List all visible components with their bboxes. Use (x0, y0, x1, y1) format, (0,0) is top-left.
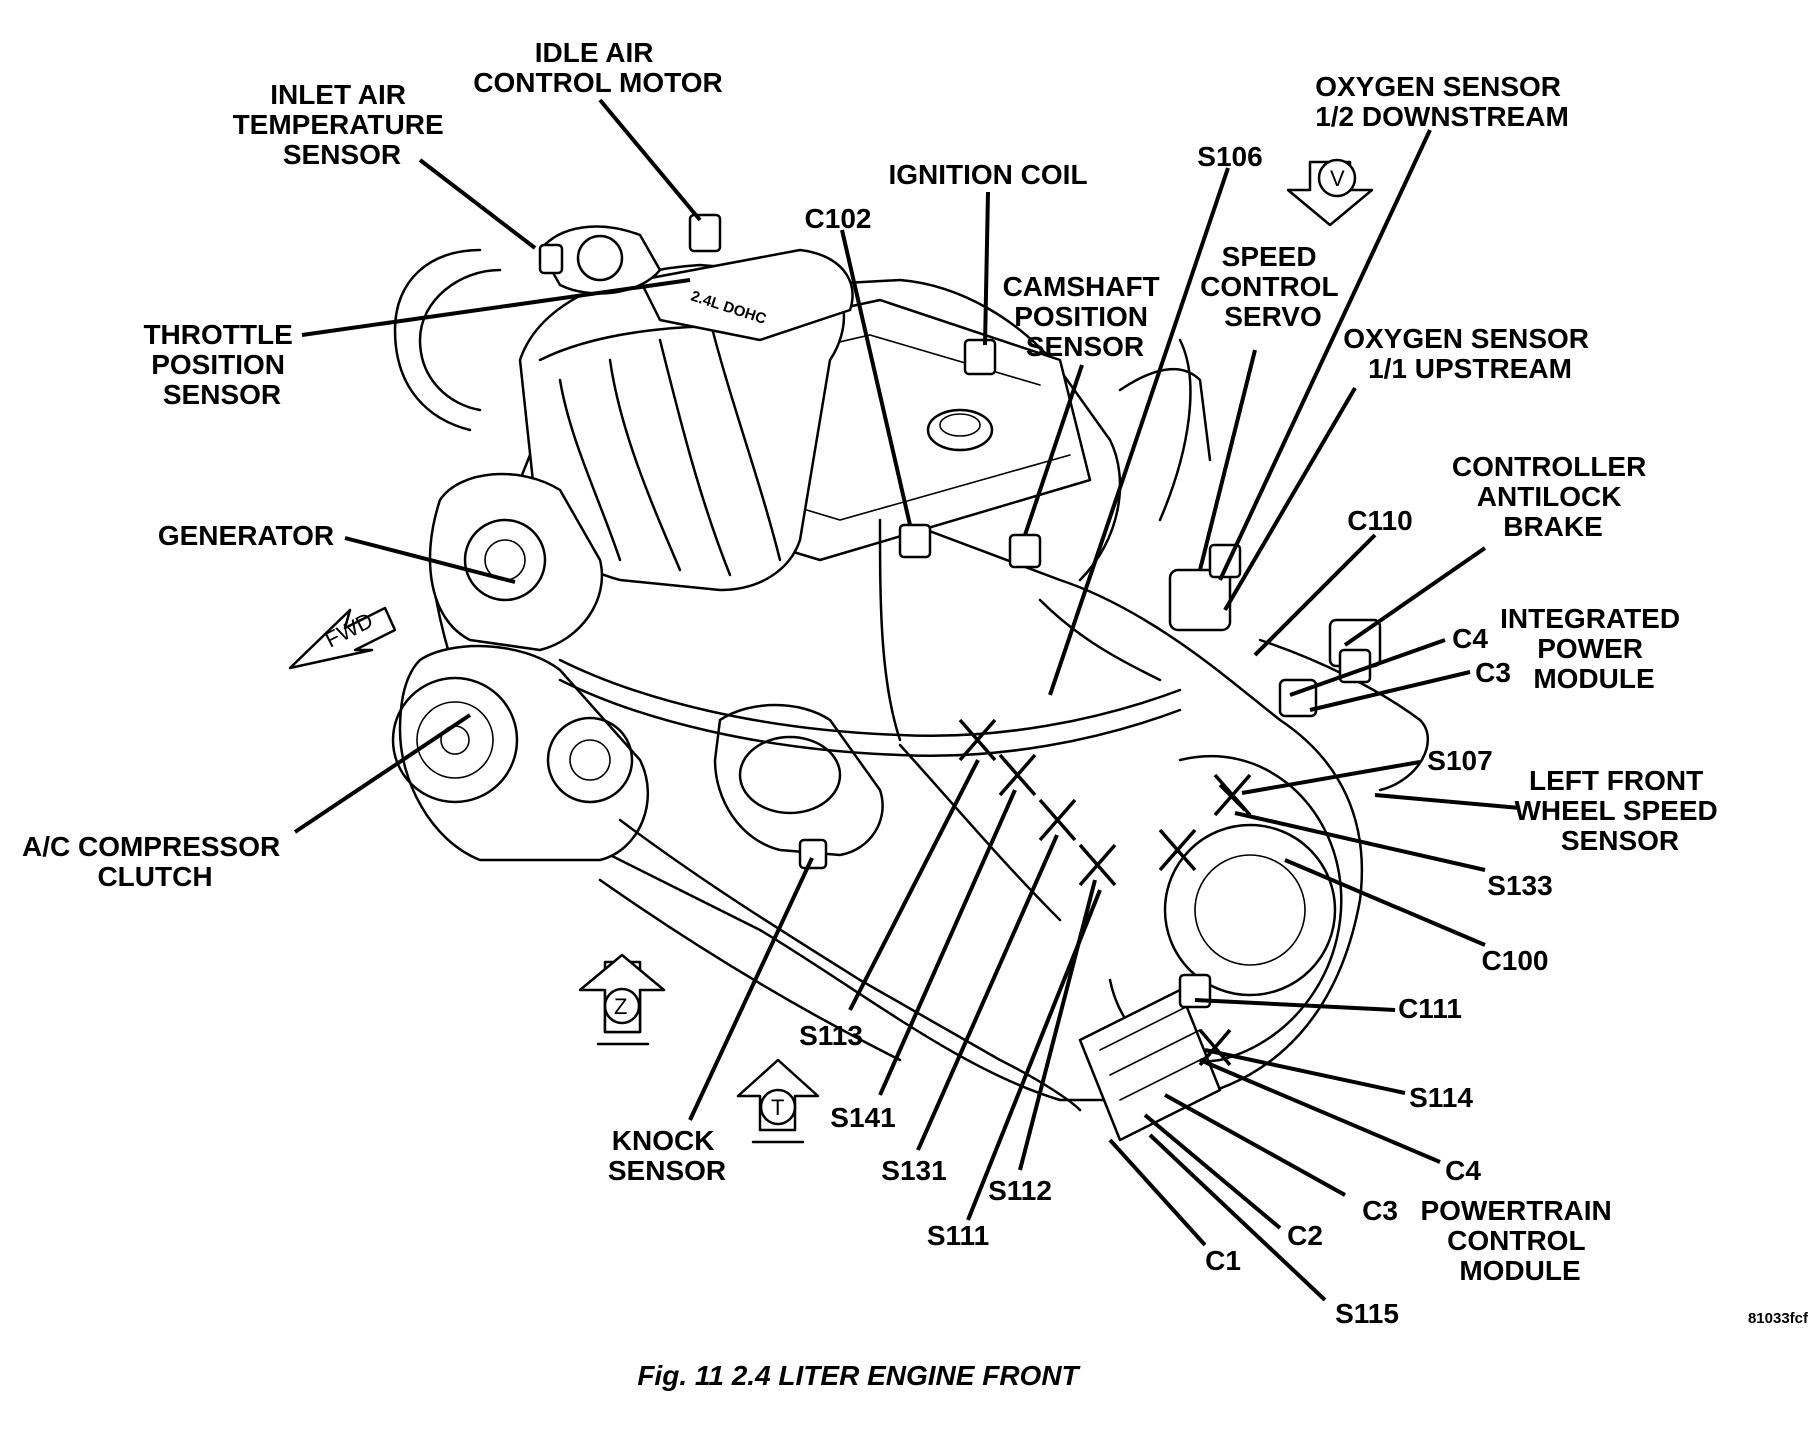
leader-throttle (301, 278, 691, 337)
leader-c4-pcm (1199, 1058, 1441, 1164)
label-s141: S141 (830, 1102, 895, 1133)
label-c3-pcm: C3 (1362, 1195, 1398, 1226)
label-integrated-power-module: INTEGRATED POWER MODULE (1500, 603, 1688, 694)
view-z-label: Z (614, 994, 627, 1019)
label-inlet-air-temperature-sensor: INLET AIR TEMPERATURE SENSOR (233, 79, 452, 170)
label-ignition-coil: IGNITION COIL (888, 159, 1087, 190)
leader-s113 (848, 759, 980, 1011)
leader-c3-ipm (1309, 670, 1471, 712)
leader-s115 (1148, 1133, 1327, 1302)
leader-speed-servo (1198, 349, 1257, 571)
leader-ignition-coil (983, 191, 990, 346)
leader-idle-air (598, 98, 702, 222)
view-z-marker: Z (578, 953, 666, 1046)
splice-mark (958, 718, 997, 762)
label-oxygen-sensor-downstream: OXYGEN SENSOR 1/2 DOWNSTREAM (1315, 71, 1569, 132)
label-speed-control-servo: SPEED CONTROL SERVO (1200, 241, 1346, 332)
view-v-marker: V (1286, 158, 1374, 227)
leader-s114 (1204, 1048, 1406, 1095)
fwd-arrow: FWD (288, 606, 397, 670)
label-s111: S111 (927, 1220, 989, 1251)
leader-s131 (916, 834, 1059, 1151)
splice-marks (958, 718, 1252, 1067)
leader-c102 (840, 229, 912, 526)
splice-mark (1218, 783, 1247, 812)
figure-caption: Fig. 11 2.4 LITER ENGINE FRONT (637, 1360, 1081, 1391)
view-v-label: V (1330, 166, 1345, 191)
label-c2: C2 (1287, 1220, 1323, 1251)
splice-mark (1078, 843, 1117, 887)
label-powertrain-control-module: POWERTRAIN CONTROL MODULE (1420, 1195, 1619, 1286)
label-c4-pcm: C4 (1445, 1155, 1481, 1186)
leader-o2-downstream (1218, 129, 1432, 581)
leader-s107 (1241, 760, 1421, 795)
label-s113: S113 (799, 1020, 863, 1051)
label-left-front-wheel-speed-sensor: LEFT FRONT WHEEL SPEED SENSOR (1514, 765, 1725, 856)
leader-lines (293, 98, 1521, 1302)
leader-c1 (1108, 1138, 1207, 1247)
label-knock-sensor: KNOCK SENSOR (608, 1125, 726, 1186)
label-s133: S133 (1487, 870, 1552, 901)
leader-lf-wheel (1374, 793, 1521, 810)
leader-camshaft (1023, 364, 1084, 536)
leader-c111 (1194, 998, 1396, 1012)
splice-mark (1158, 828, 1197, 872)
label-c111: C111 (1398, 993, 1462, 1024)
label-generator: GENERATOR (158, 520, 334, 551)
leader-s112 (1018, 879, 1097, 1171)
leader-o2-upstream (1223, 386, 1357, 612)
view-t-label: T (771, 1095, 784, 1120)
label-c1: C1 (1205, 1245, 1241, 1276)
callout-labels: INLET AIR TEMPERATURE SENSOR IDLE AIR CO… (22, 37, 1725, 1329)
view-t-marker: T (736, 1058, 820, 1144)
leader-s106 (1048, 167, 1230, 696)
label-s112: S112 (988, 1175, 1052, 1206)
leader-s111 (966, 889, 1102, 1221)
engine-illustration: 2.4L DOHC (391, 213, 1430, 1142)
leader-c3-pcm (1164, 1093, 1346, 1197)
label-s131: S131 (881, 1155, 946, 1186)
leader-s141 (878, 789, 1017, 1096)
splice-mark (1038, 798, 1077, 842)
leader-c2 (1143, 1113, 1282, 1230)
label-throttle-position-sensor: THROTTLE POSITION SENSOR (143, 319, 300, 410)
leader-knock (688, 857, 814, 1121)
leader-antilock (1343, 546, 1487, 647)
splice-mark (998, 753, 1037, 797)
leader-ac-clutch (293, 713, 472, 834)
label-c4-ipm: C4 (1452, 623, 1488, 654)
leader-c110 (1253, 533, 1377, 657)
splice-mark (1198, 1028, 1232, 1067)
drawing-id: 81033fcf (1748, 1310, 1809, 1327)
leader-c4-ipm (1289, 638, 1446, 697)
label-s106: S106 (1197, 141, 1262, 172)
label-idle-air-control-motor: IDLE AIR CONTROL MOTOR (473, 37, 722, 98)
leader-c100 (1284, 858, 1486, 947)
label-c110: C110 (1347, 505, 1412, 536)
label-c100: C100 (1482, 945, 1549, 976)
leader-generator (344, 536, 516, 584)
label-s114: S114 (1409, 1082, 1473, 1113)
label-camshaft-position-sensor: CAMSHAFT POSITION SENSOR (1003, 271, 1168, 362)
label-c102: C102 (805, 203, 872, 234)
label-c3-ipm: C3 (1475, 657, 1511, 688)
leader-s133 (1234, 811, 1486, 872)
label-s115: S115 (1335, 1298, 1399, 1329)
label-oxygen-sensor-upstream: OXYGEN SENSOR 1/1 UPSTREAM (1343, 323, 1597, 384)
label-s107: S107 (1427, 745, 1492, 776)
leader-inlet-air (418, 158, 537, 250)
label-ac-compressor-clutch: A/C COMPRESSOR CLUTCH (22, 831, 288, 892)
label-controller-antilock-brake: CONTROLLER ANTILOCK BRAKE (1452, 451, 1654, 542)
